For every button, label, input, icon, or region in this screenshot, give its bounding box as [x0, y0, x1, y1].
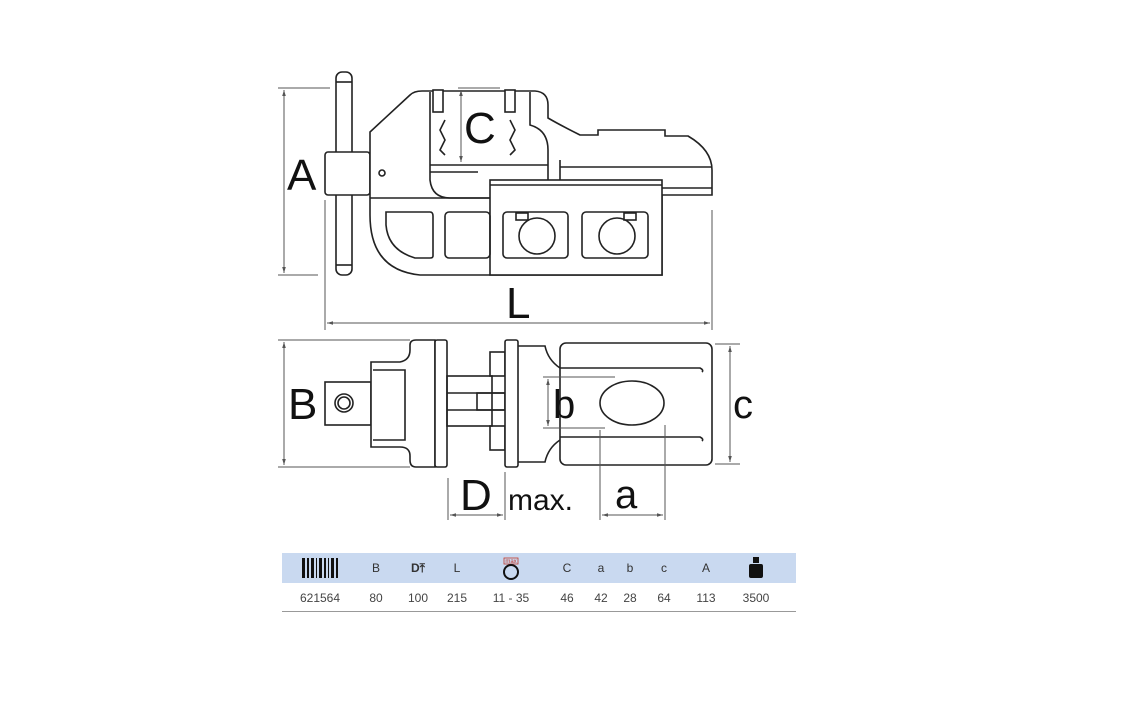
- side-view: [278, 71, 713, 330]
- label-c: c: [733, 383, 753, 427]
- header-B: B: [371, 561, 381, 575]
- vise-technical-drawing: A C L B b c D max. a: [278, 71, 753, 520]
- cell-c: 64: [657, 591, 671, 605]
- label-L: L: [506, 279, 530, 328]
- dimension-D: [447, 472, 506, 520]
- label-max: max.: [508, 484, 573, 517]
- cell-a: 42: [594, 591, 608, 605]
- barcode-icon: [302, 553, 338, 584]
- label-a: a: [615, 473, 638, 517]
- cell-A: 113: [696, 591, 716, 605]
- label-D: D: [460, 471, 492, 520]
- header-c: c: [661, 561, 667, 575]
- dimension-b: [543, 376, 615, 429]
- pipe-max-icon: max: [501, 553, 521, 588]
- dimension-a: [599, 425, 666, 520]
- spec-table: B D⤒ L max C a b c A 621564 80 100 215 1…: [282, 553, 796, 612]
- label-C: C: [464, 104, 496, 153]
- dimension-L: [324, 200, 713, 330]
- cell-b: 28: [623, 591, 637, 605]
- handle: [324, 71, 371, 276]
- cell-L: 215: [446, 591, 468, 605]
- table-row: 621564 80 100 215 11 - 35 46 42 28 64 11…: [282, 583, 796, 612]
- header-A: A: [701, 561, 711, 575]
- header-D: D⤒: [411, 553, 425, 583]
- top-view: [278, 339, 740, 520]
- arrow-up-icon: ⤒: [419, 561, 425, 575]
- header-a: a: [597, 561, 605, 575]
- cell-C: 46: [560, 591, 574, 605]
- cell-B: 80: [369, 591, 383, 605]
- cell-capacity: 11 - 35: [492, 591, 530, 605]
- header-D-text: D: [411, 561, 420, 575]
- weight-icon: [747, 553, 765, 586]
- label-b: b: [553, 383, 575, 427]
- header-b: b: [626, 561, 634, 575]
- label-A: A: [287, 151, 317, 200]
- label-B: B: [288, 380, 317, 429]
- svg-text:max: max: [505, 559, 516, 565]
- dimension-C: [458, 87, 500, 162]
- header-C: C: [562, 561, 572, 575]
- header-L: L: [453, 561, 461, 575]
- cell-article: 621564: [299, 591, 341, 605]
- dimension-A: [278, 87, 330, 276]
- dimension-B: [278, 339, 410, 468]
- dimension-c: [715, 343, 740, 465]
- cell-weight: 3500: [742, 591, 770, 605]
- cell-D: 100: [407, 591, 429, 605]
- table-header: B D⤒ L max C a b c A: [282, 553, 796, 583]
